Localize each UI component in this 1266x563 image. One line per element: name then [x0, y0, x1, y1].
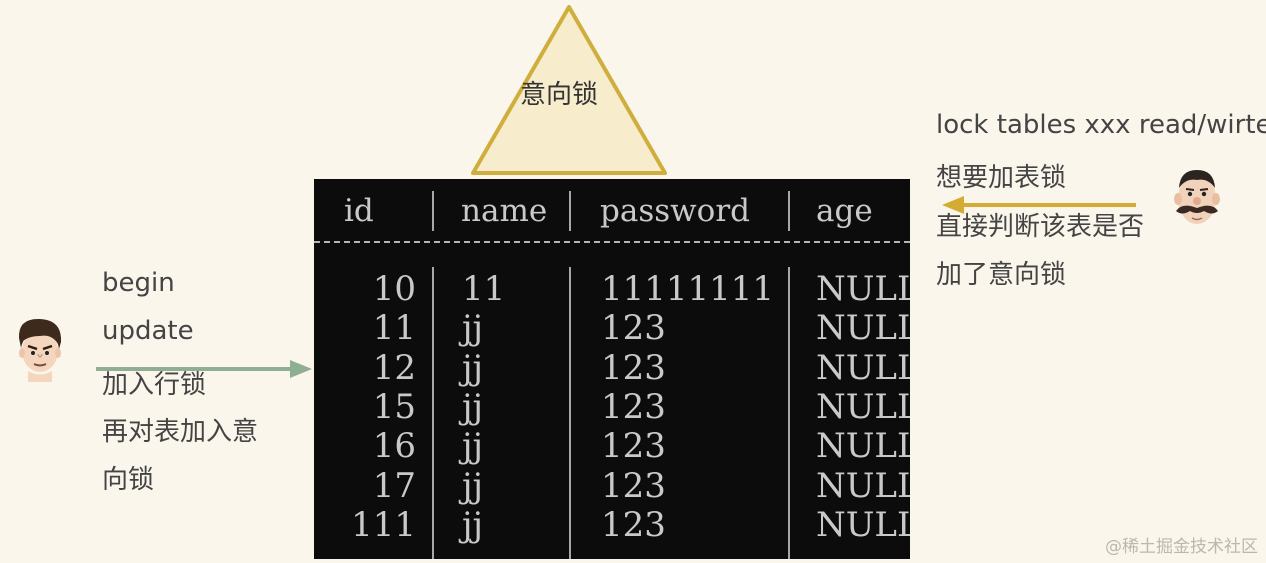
table-cell: NULL [816, 308, 910, 349]
table-cell: jj [462, 504, 484, 545]
header-separator [788, 191, 790, 231]
col-header-age: age [816, 193, 873, 229]
row-lock-arrow-icon [96, 360, 312, 378]
column-separator [788, 267, 790, 559]
table-cell: 123 [601, 347, 666, 388]
table-cell: NULL [816, 269, 910, 309]
table-cell: 111 [351, 504, 416, 545]
right-line-want-table-lock: 想要加表锁 [936, 163, 1067, 193]
mustache-man-avatar-icon [1174, 170, 1220, 224]
left-line-lock: 向锁 [102, 465, 155, 495]
table-cell: 123 [601, 426, 666, 467]
table-cell: 12 [372, 347, 416, 388]
left-line-update: update [102, 316, 194, 346]
developer-avatar-icon [18, 318, 62, 382]
column-separator [432, 267, 434, 559]
table-cell: 123 [601, 386, 666, 427]
table-cell: NULL [816, 386, 910, 427]
table-cell: NULL [816, 465, 910, 506]
header-separator [432, 191, 434, 231]
right-line-lock-tables: lock tables xxx read/wirte [936, 110, 1266, 140]
table-cell: 16 [372, 426, 416, 467]
table-cell: NULL [816, 426, 910, 467]
table-cell: 123 [601, 465, 666, 506]
table-cell: NULL [816, 504, 910, 545]
table-cell: jj [462, 465, 484, 506]
table-cell: 11 [372, 308, 416, 349]
table-cell: 15 [372, 386, 416, 427]
table-cell: jj [462, 386, 484, 427]
right-line-intention: 加了意向锁 [936, 260, 1067, 290]
column-separator [569, 267, 571, 559]
table-cell: 123 [601, 308, 666, 349]
col-header-password: password [600, 193, 751, 229]
col-header-name: name [461, 193, 548, 229]
table-lock-arrow-icon [942, 196, 1136, 214]
left-line-begin: begin [102, 268, 175, 298]
header-divider [314, 241, 910, 243]
header-separator [569, 191, 571, 231]
table-cell: jj [462, 426, 484, 467]
triangle-label: 意向锁 [520, 80, 599, 110]
right-line-check: 直接判断该表是否 [936, 212, 1145, 242]
table-cell: 123 [601, 504, 666, 545]
table-cell: NULL [816, 347, 910, 388]
table-cell: 11 [462, 269, 506, 309]
table-cell: 11111111 [601, 269, 775, 309]
left-line-add-intention: 再对表加入意 [102, 417, 259, 447]
col-header-id: id [344, 193, 374, 229]
table-cell: jj [462, 347, 484, 388]
watermark: @稀土掘金技术社区 [1105, 537, 1258, 557]
table-cell: jj [462, 308, 484, 349]
left-line-add-row-lock: 加入行锁 [102, 370, 207, 400]
table-cell: 17 [372, 465, 416, 506]
table-cell: 10 [372, 269, 416, 309]
intention-lock-triangle [471, 5, 667, 175]
